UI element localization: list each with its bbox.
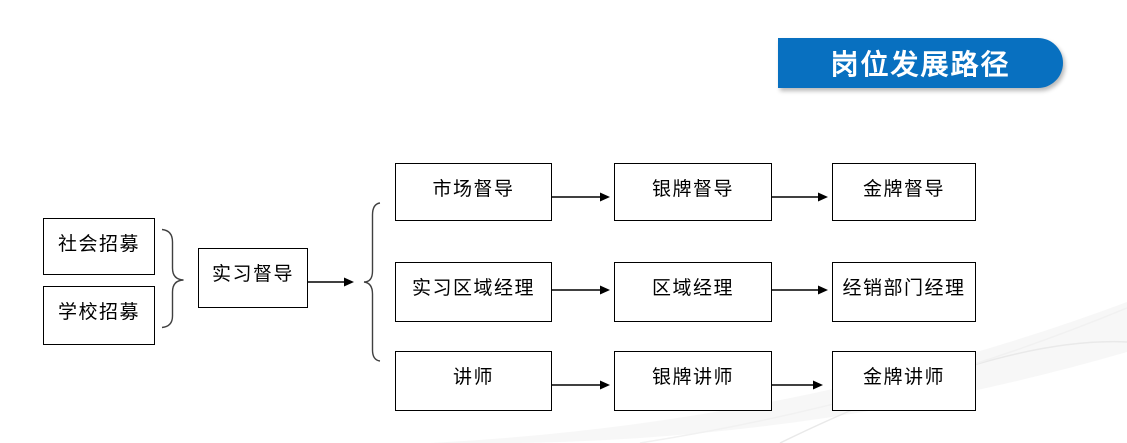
node-silver-lecturer: 银牌讲师 (614, 351, 772, 411)
node-social-recruitment: 社会招募 (43, 218, 155, 275)
merge-brace (161, 228, 184, 329)
arrow-intern-regional-to-regional-manager (552, 285, 610, 295)
node-regional-manager: 区域经理 (614, 262, 772, 322)
arrow-silver-to-gold-supervisor (772, 192, 828, 202)
node-lecturer: 讲师 (395, 351, 552, 411)
node-distribution-dept-manager: 经销部门经理 (832, 262, 976, 322)
node-gold-supervisor: 金牌督导 (832, 163, 976, 221)
node-market-supervisor: 市场督导 (395, 163, 552, 221)
arrow-silver-to-gold-lecturer (772, 380, 823, 390)
node-school-recruitment: 学校招募 (43, 286, 155, 345)
node-intern-supervisor: 实习督导 (198, 248, 308, 308)
node-gold-lecturer: 金牌讲师 (832, 351, 976, 411)
arrow-regional-to-distribution-manager (772, 285, 828, 295)
arrow-market-to-silver-supervisor (552, 192, 610, 202)
arrow-lecturer-to-silver-lecturer (552, 380, 610, 390)
node-silver-supervisor: 银牌督导 (614, 163, 772, 221)
node-intern-regional-manager: 实习区域经理 (395, 262, 552, 322)
title-banner: 岗位发展路径 (778, 38, 1063, 88)
split-brace (363, 202, 381, 362)
page-title: 岗位发展路径 (830, 49, 1011, 80)
arrow-entry-to-split (308, 277, 354, 287)
